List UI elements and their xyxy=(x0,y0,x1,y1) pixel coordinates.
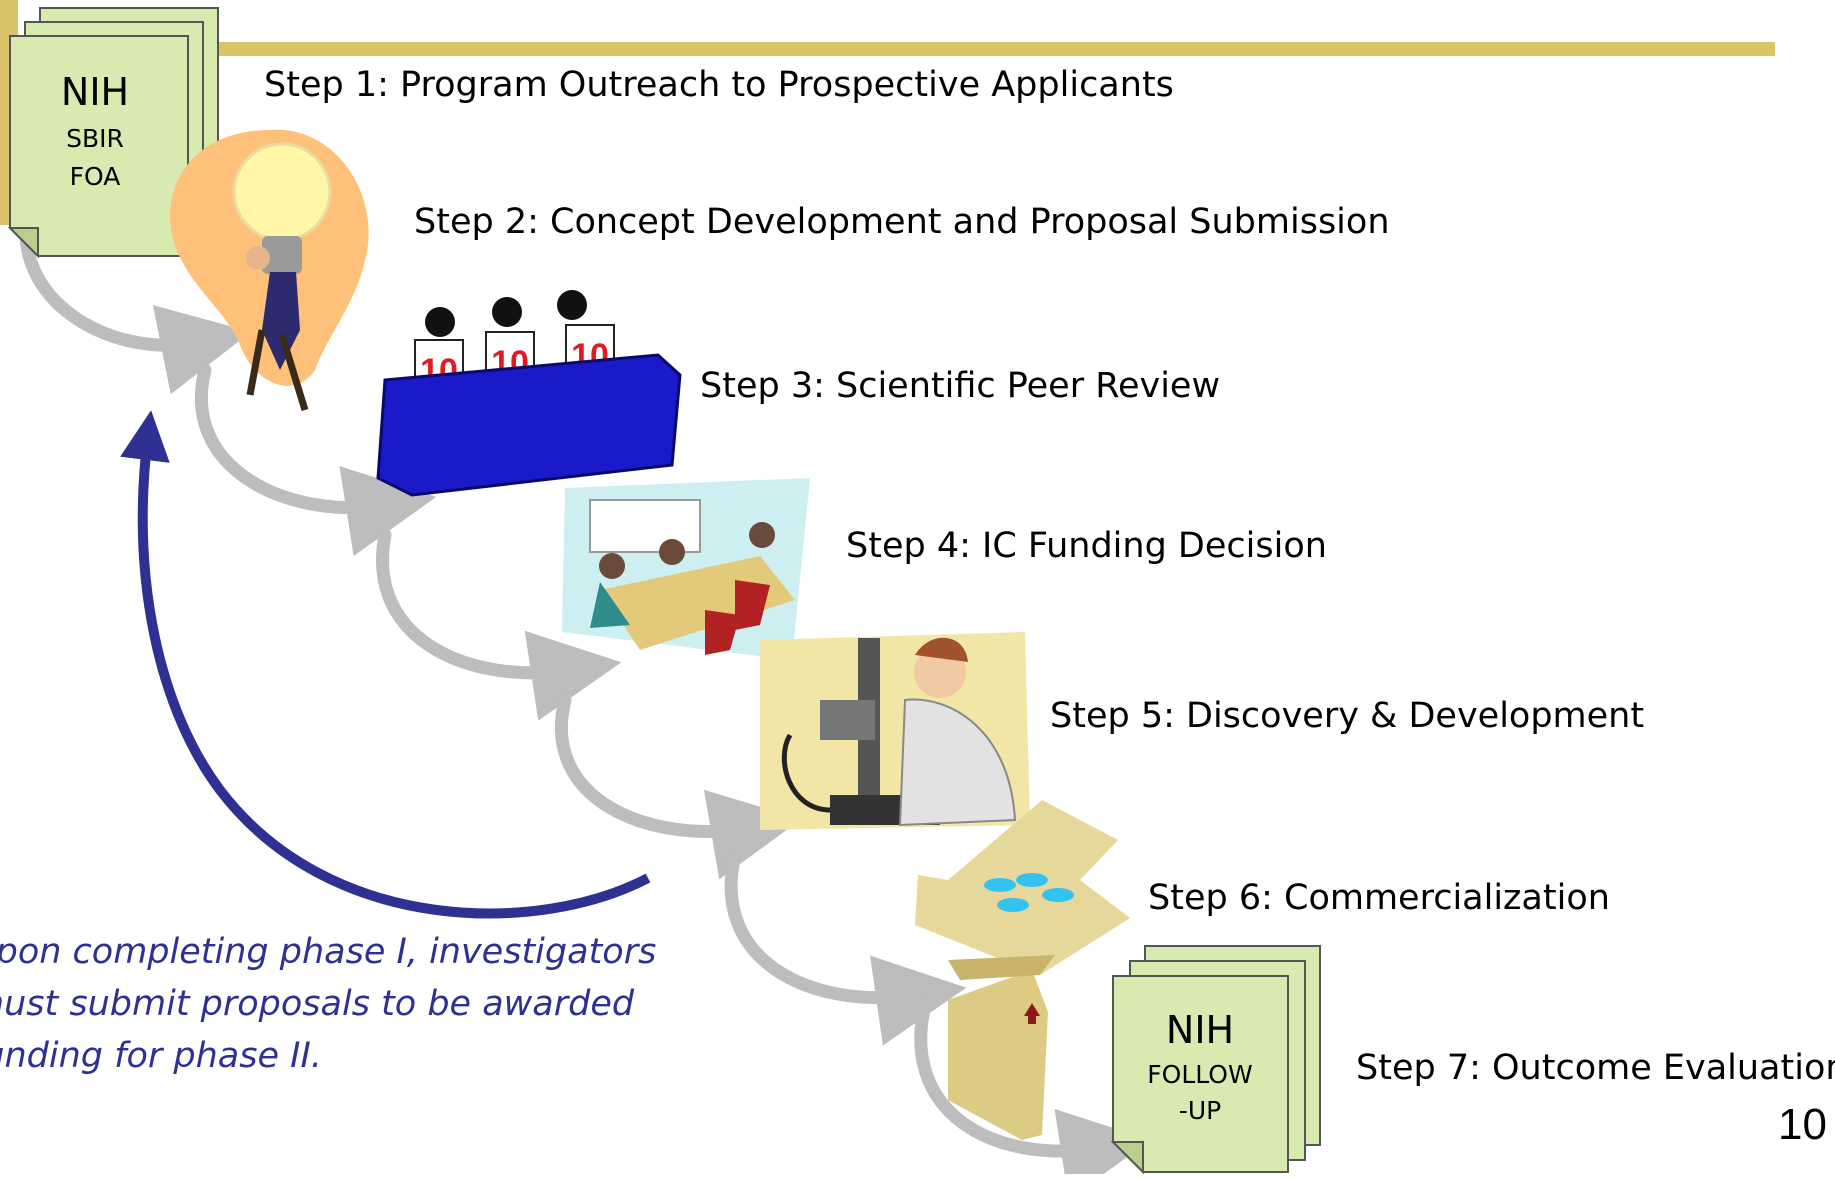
foa-document-title: NIH xyxy=(60,70,130,114)
feedback-arrow xyxy=(120,410,651,919)
step-label-2: Step 2: Concept Development and Proposal… xyxy=(414,202,1390,242)
foa-document-line2: FOA xyxy=(69,162,121,191)
connector-arrow-6 xyxy=(914,998,1152,1179)
feedback-note: Upon completing phase I, investigators m… xyxy=(0,932,657,1076)
open-box-icon xyxy=(915,800,1130,1140)
followup-document-line1: FOLLOW xyxy=(1147,1060,1253,1089)
document-stack-icon xyxy=(1110,945,1321,1175)
connector-arrow-3 xyxy=(376,528,622,721)
document-stack-icon xyxy=(7,7,219,259)
microscope-scientist-icon xyxy=(760,632,1030,830)
followup-document-line2: -UP xyxy=(1178,1096,1222,1125)
connector-arrow-4 xyxy=(554,693,802,880)
step-label-6: Step 6: Commercialization xyxy=(1148,878,1610,918)
page-number: 10 xyxy=(1778,1100,1827,1149)
connector-arrows xyxy=(19,203,1152,1179)
connector-arrow-5 xyxy=(724,848,967,1046)
step-label-4: Step 4: IC Funding Decision xyxy=(846,526,1327,566)
review-panel-icon: 10 10 10 xyxy=(376,290,682,497)
step-label-1: Step 1: Program Outreach to Prospective … xyxy=(264,65,1174,105)
connector-arrow-2 xyxy=(194,363,437,557)
lightbulb-person-icon xyxy=(170,129,369,412)
step-label-5: Step 5: Discovery & Development xyxy=(1050,696,1645,736)
meeting-room-icon xyxy=(562,478,810,660)
top-rule xyxy=(200,42,1775,56)
step-label-3: Step 3: Scientific Peer Review xyxy=(700,366,1221,406)
foa-document-line1: SBIR xyxy=(66,124,124,153)
step-label-7: Step 7: Outcome Evaluation xyxy=(1356,1048,1835,1088)
followup-document-title: NIH xyxy=(1165,1008,1235,1052)
